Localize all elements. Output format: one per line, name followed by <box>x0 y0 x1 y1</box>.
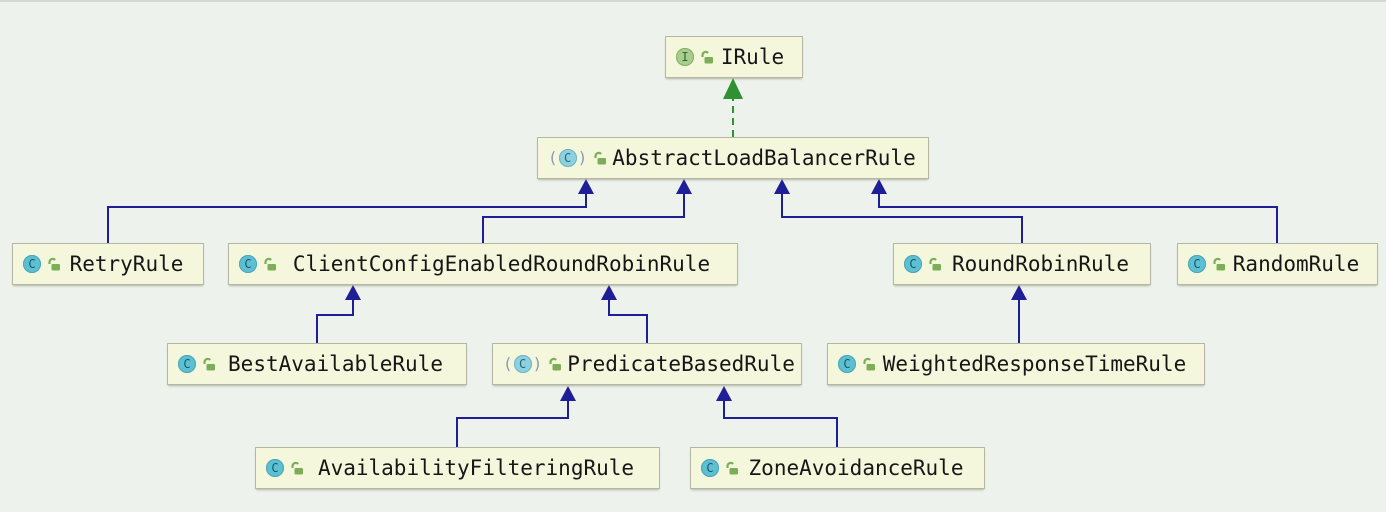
public-lock-icon <box>1213 257 1225 270</box>
class-icon: C <box>266 459 284 477</box>
node-icons: C <box>178 355 217 373</box>
node-label: ClientConfigEnabledRoundRobinRule <box>292 251 711 276</box>
node-icons: C <box>1188 255 1227 273</box>
node-availabilityfilteringrule[interactable]: C AvailabilityFilteringRule <box>255 447 660 489</box>
arrowhead <box>601 285 617 300</box>
node-label: RandomRule <box>1232 251 1360 276</box>
arrowhead <box>676 179 692 194</box>
node-icons: C <box>23 255 62 273</box>
edge-bestavailablerule-extends-clientconfigenabledroundrobinrule <box>316 285 361 343</box>
node-icons: C <box>266 459 305 477</box>
class-icon: C <box>178 355 196 373</box>
node-icons: ( C ) <box>503 355 563 373</box>
node-icons: I <box>676 48 715 66</box>
node-label: AbstractLoadBalancerRule <box>612 145 916 170</box>
node-retryrule[interactable]: C RetryRule <box>12 243 204 285</box>
node-abstractloadbalancerrule[interactable]: ( C ) AbstractLoadBalancerRule <box>537 137 929 179</box>
node-label: AvailabilityFilteringRule <box>317 455 635 480</box>
abstract-class-icon: ( C ) <box>548 148 588 167</box>
node-label: RoundRobinRule <box>951 251 1129 276</box>
arrowhead <box>774 179 790 194</box>
public-lock-icon <box>203 357 215 370</box>
node-icons: ( C ) <box>548 149 608 167</box>
node-icons: C <box>904 255 943 273</box>
node-label: ZoneAvoidanceRule <box>748 455 964 480</box>
node-clientconfigenabledroundrobinrule[interactable]: C ClientConfigEnabledRoundRobinRule <box>228 243 738 285</box>
edge-predicatebasedrule-extends-clientconfigenabledroundrobinrule <box>601 285 648 343</box>
node-label: BestAvailableRule <box>228 351 443 376</box>
public-lock-icon <box>863 357 875 370</box>
public-lock-icon <box>701 50 713 63</box>
node-icons: C <box>239 255 278 273</box>
node-label: RetryRule <box>69 251 184 276</box>
class-icon: C <box>904 255 922 273</box>
node-icons: C <box>701 459 740 477</box>
public-lock-icon <box>48 257 60 270</box>
class-icon: C <box>838 355 856 373</box>
arrowhead <box>560 386 576 401</box>
node-randomrule[interactable]: C RandomRule <box>1177 243 1378 285</box>
public-lock-icon <box>264 257 276 270</box>
arrowhead <box>578 179 594 194</box>
edge-roundrobinrule-extends-abstractloadbalancerrule <box>774 179 1023 243</box>
node-icons: C <box>838 355 877 373</box>
node-weightedresponsetimerule[interactable]: C WeightedResponseTimeRule <box>827 343 1205 385</box>
arrowhead <box>345 285 361 300</box>
public-lock-icon <box>594 151 607 164</box>
node-irule[interactable]: I IRule <box>665 36 803 78</box>
edge-retryrule-extends-abstractloadbalancerrule <box>107 179 594 243</box>
class-icon: C <box>1188 255 1206 273</box>
arrowhead <box>716 386 732 401</box>
node-roundrobinrule[interactable]: C RoundRobinRule <box>893 243 1151 285</box>
public-lock-icon <box>549 357 562 370</box>
edge-abstractloadbalancerrule-implements-irule <box>723 78 743 137</box>
arrowhead <box>871 179 887 194</box>
edge-availabilityfilteringrule-extends-predicatebasedrule <box>456 386 576 447</box>
arrowhead <box>723 78 743 99</box>
node-label: PredicateBasedRule <box>567 351 795 376</box>
node-bestavailablerule[interactable]: C BestAvailableRule <box>167 343 467 385</box>
node-predicatebasedrule[interactable]: ( C ) PredicateBasedRule <box>492 343 802 385</box>
class-icon: C <box>239 255 257 273</box>
edge-randomrule-extends-abstractloadbalancerrule <box>871 179 1278 243</box>
public-lock-icon <box>726 461 738 474</box>
class-icon: C <box>23 255 41 273</box>
public-lock-icon <box>929 257 941 270</box>
edge-clientconfigenabledroundrobinrule-extends-abstractloadbalancerrule <box>482 179 692 243</box>
node-label: IRule <box>720 44 785 69</box>
edge-weightedresponsetimerule-extends-roundrobinrule <box>1011 285 1027 343</box>
edge-zoneavoidancerule-extends-predicatebasedrule <box>716 386 838 447</box>
node-label: WeightedResponseTimeRule <box>882 351 1187 376</box>
public-lock-icon <box>291 461 303 474</box>
interface-icon: I <box>676 48 694 66</box>
abstract-class-icon: ( C ) <box>503 354 543 373</box>
class-icon: C <box>701 459 719 477</box>
arrowhead <box>1011 285 1027 300</box>
node-zoneavoidancerule[interactable]: C ZoneAvoidanceRule <box>690 447 985 489</box>
